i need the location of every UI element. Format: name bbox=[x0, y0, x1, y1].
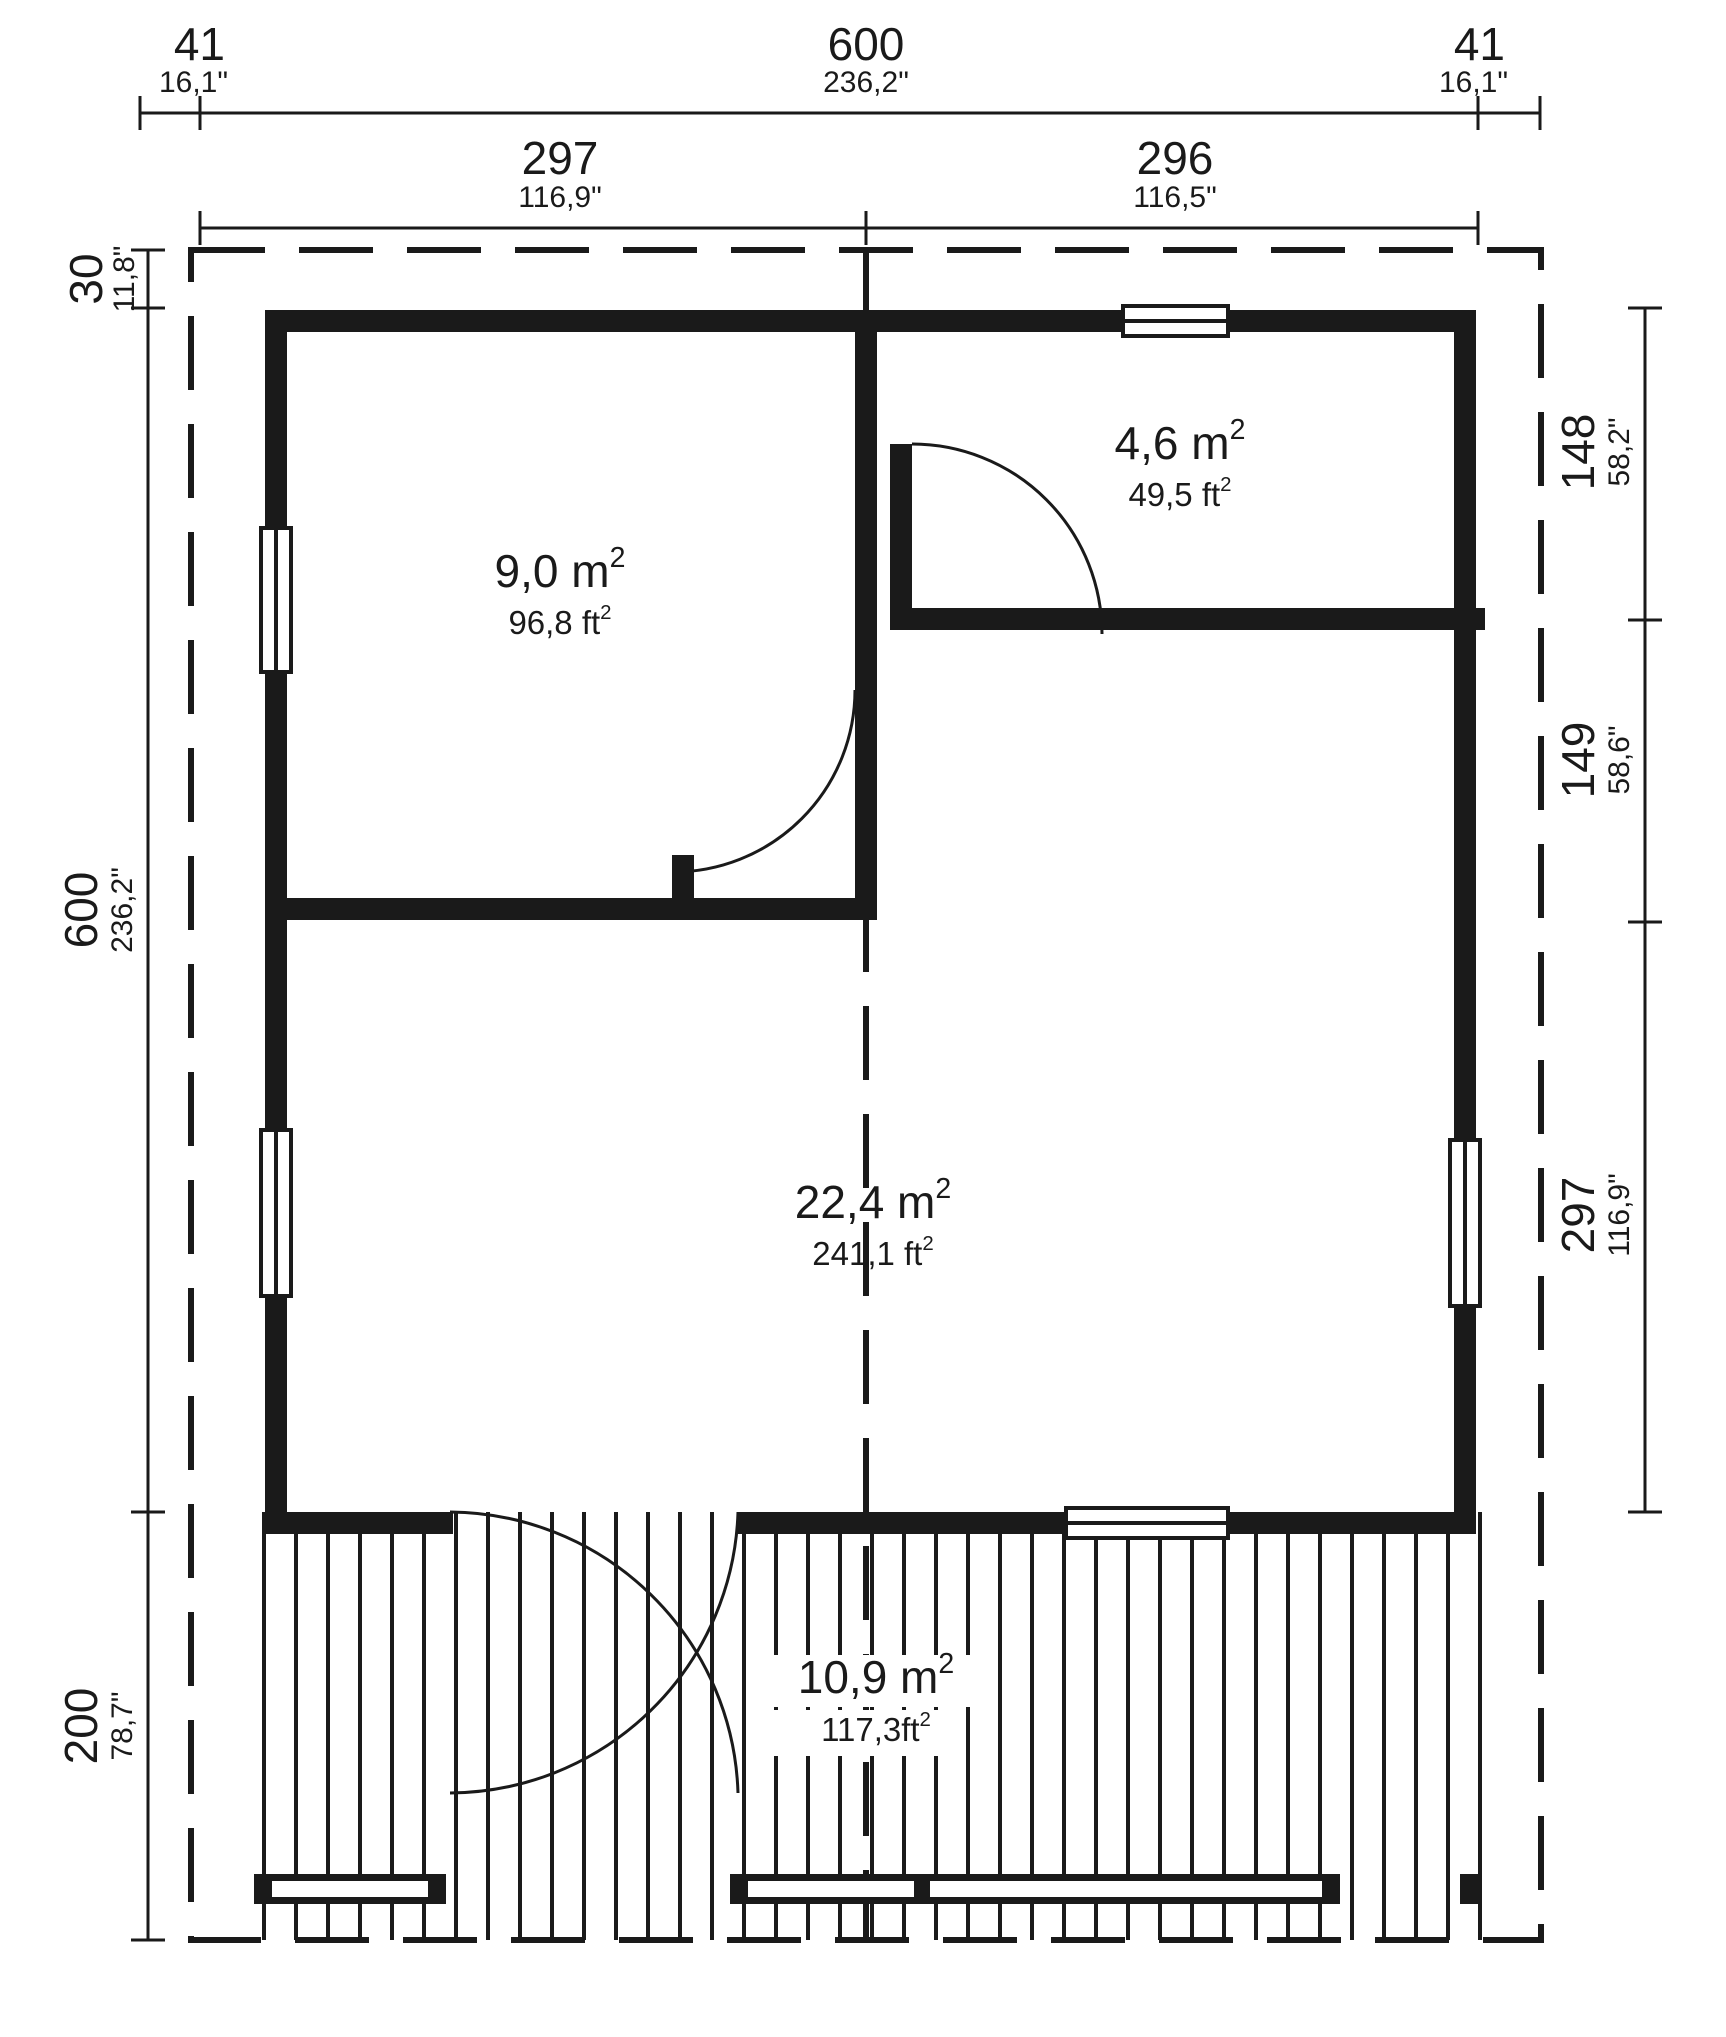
dimension-label-left-600: 600 236,2" bbox=[55, 867, 139, 953]
terrace-beam-left-inner bbox=[272, 1881, 428, 1897]
room-label-bathroom: 4,6 m2 49,5 ft2 bbox=[1115, 414, 1246, 513]
wall-interior-vertical-lower bbox=[855, 690, 877, 920]
wall-east-lower bbox=[1454, 1306, 1476, 1534]
dimension-label-left-30: 30 11,8" bbox=[60, 246, 141, 313]
dimension-label-top-center-600: 600 236,2" bbox=[823, 18, 909, 99]
wall-east-upper bbox=[1454, 310, 1476, 1140]
wall-west-upper-a bbox=[265, 310, 287, 528]
terrace-label-backdrop-b bbox=[770, 1710, 960, 1756]
room-label-bedroom: 9,0 m2 96,8 ft2 bbox=[495, 542, 626, 641]
dim-alt: 236,2" bbox=[823, 66, 909, 99]
dim-alt: 236,2" bbox=[106, 867, 139, 953]
dim-alt: 116,5" bbox=[1133, 181, 1217, 214]
dimension-label-top-left-41: 41 16,1" bbox=[159, 18, 228, 99]
room-area-m2: 10,9 m2 bbox=[798, 1648, 955, 1704]
dim-alt: 16,1" bbox=[1439, 66, 1508, 99]
dimension-label-right-297: 297 116,9" bbox=[1552, 1173, 1636, 1257]
dim-alt: 16,1" bbox=[159, 66, 228, 99]
dimension-label-top-inner-297: 297 116,9" bbox=[518, 132, 602, 214]
dimension-label-top-inner-296: 296 116,5" bbox=[1133, 132, 1217, 214]
wall-south-right bbox=[1228, 1512, 1476, 1534]
room-area-ft2: 96,8 ft2 bbox=[508, 601, 611, 640]
door-terrace-swings bbox=[449, 1510, 740, 1795]
room-area-m2: 4,6 m2 bbox=[1115, 414, 1246, 470]
window-south bbox=[1064, 1506, 1230, 1540]
door-bedroom-arc bbox=[672, 689, 857, 874]
wall-bedroom-south bbox=[265, 898, 877, 920]
room-area-m2: 9,0 m2 bbox=[495, 542, 626, 598]
dim-alt: 58,6" bbox=[1603, 725, 1636, 794]
wall-north-left bbox=[265, 310, 1123, 332]
dimension-chain-left bbox=[131, 248, 165, 1942]
dim-value: 296 bbox=[1137, 132, 1214, 184]
dim-value: 30 bbox=[60, 253, 112, 304]
door-terrace-right-arc bbox=[449, 1511, 740, 1795]
wall-interior-vertical-upper bbox=[855, 310, 877, 690]
dim-value: 41 bbox=[174, 18, 225, 70]
window-west-lower bbox=[259, 1128, 293, 1298]
room-label-living: 22,4 m2 241,1 ft2 bbox=[795, 1173, 952, 1272]
window-west-upper bbox=[259, 526, 293, 674]
wall-north-right bbox=[1228, 310, 1476, 332]
terrace-label-backdrop bbox=[760, 1655, 970, 1707]
room-label-terrace: 10,9 m2 117,3ft2 bbox=[760, 1648, 970, 1756]
room-area-ft2: 49,5 ft2 bbox=[1128, 473, 1231, 512]
dimension-label-right-149: 149 58,6" bbox=[1552, 722, 1636, 799]
dim-value: 600 bbox=[55, 872, 107, 949]
dim-alt: 11,8" bbox=[108, 246, 141, 313]
dim-alt: 58,2" bbox=[1603, 417, 1636, 486]
room-area-ft2: 117,3ft2 bbox=[821, 1708, 931, 1747]
dim-alt: 78,7" bbox=[106, 1691, 139, 1760]
dim-alt: 116,9" bbox=[1603, 1173, 1636, 1257]
building-walls bbox=[265, 310, 1485, 1534]
window-east-lower bbox=[1448, 1138, 1482, 1308]
door-bathroom-arc bbox=[911, 442, 1104, 635]
dimension-chain-top-inner bbox=[198, 211, 1480, 245]
wall-west-lower bbox=[265, 1296, 287, 1534]
dim-value: 149 bbox=[1552, 722, 1604, 799]
wall-bathroom-south bbox=[890, 608, 1485, 630]
terrace-decking bbox=[262, 1512, 1482, 1940]
terrace-beam-right-inner-b bbox=[930, 1881, 1322, 1897]
dim-value: 148 bbox=[1552, 414, 1604, 491]
dimension-chain-top-outer bbox=[138, 96, 1542, 130]
dimension-label-right-148: 148 58,2" bbox=[1552, 414, 1636, 491]
door-terrace-left-arc bbox=[449, 1510, 740, 1794]
dim-value: 600 bbox=[828, 18, 905, 70]
wall-south-mid bbox=[738, 1512, 1066, 1534]
wall-bath-door-jamb bbox=[890, 444, 912, 612]
dim-value: 297 bbox=[522, 132, 599, 184]
dim-value: 200 bbox=[55, 1688, 107, 1765]
dimension-label-left-200: 200 78,7" bbox=[55, 1688, 139, 1765]
terrace-beam-right-inner-a bbox=[748, 1881, 914, 1897]
dimension-chain-right bbox=[1628, 306, 1662, 1514]
room-area-ft2: 241,1 ft2 bbox=[812, 1232, 933, 1271]
wall-south-left bbox=[265, 1512, 453, 1534]
dim-value: 297 bbox=[1552, 1177, 1604, 1254]
dim-value: 41 bbox=[1454, 18, 1505, 70]
room-area-m2: 22,4 m2 bbox=[795, 1173, 952, 1229]
terrace-post-right bbox=[1460, 1874, 1482, 1904]
dimension-label-top-right-41: 41 16,1" bbox=[1439, 18, 1508, 99]
terrace-edge-beams bbox=[254, 1874, 1482, 1904]
wall-bedroom-door-jamb bbox=[672, 855, 694, 920]
window-north bbox=[1121, 304, 1230, 338]
dim-alt: 116,9" bbox=[518, 181, 602, 214]
